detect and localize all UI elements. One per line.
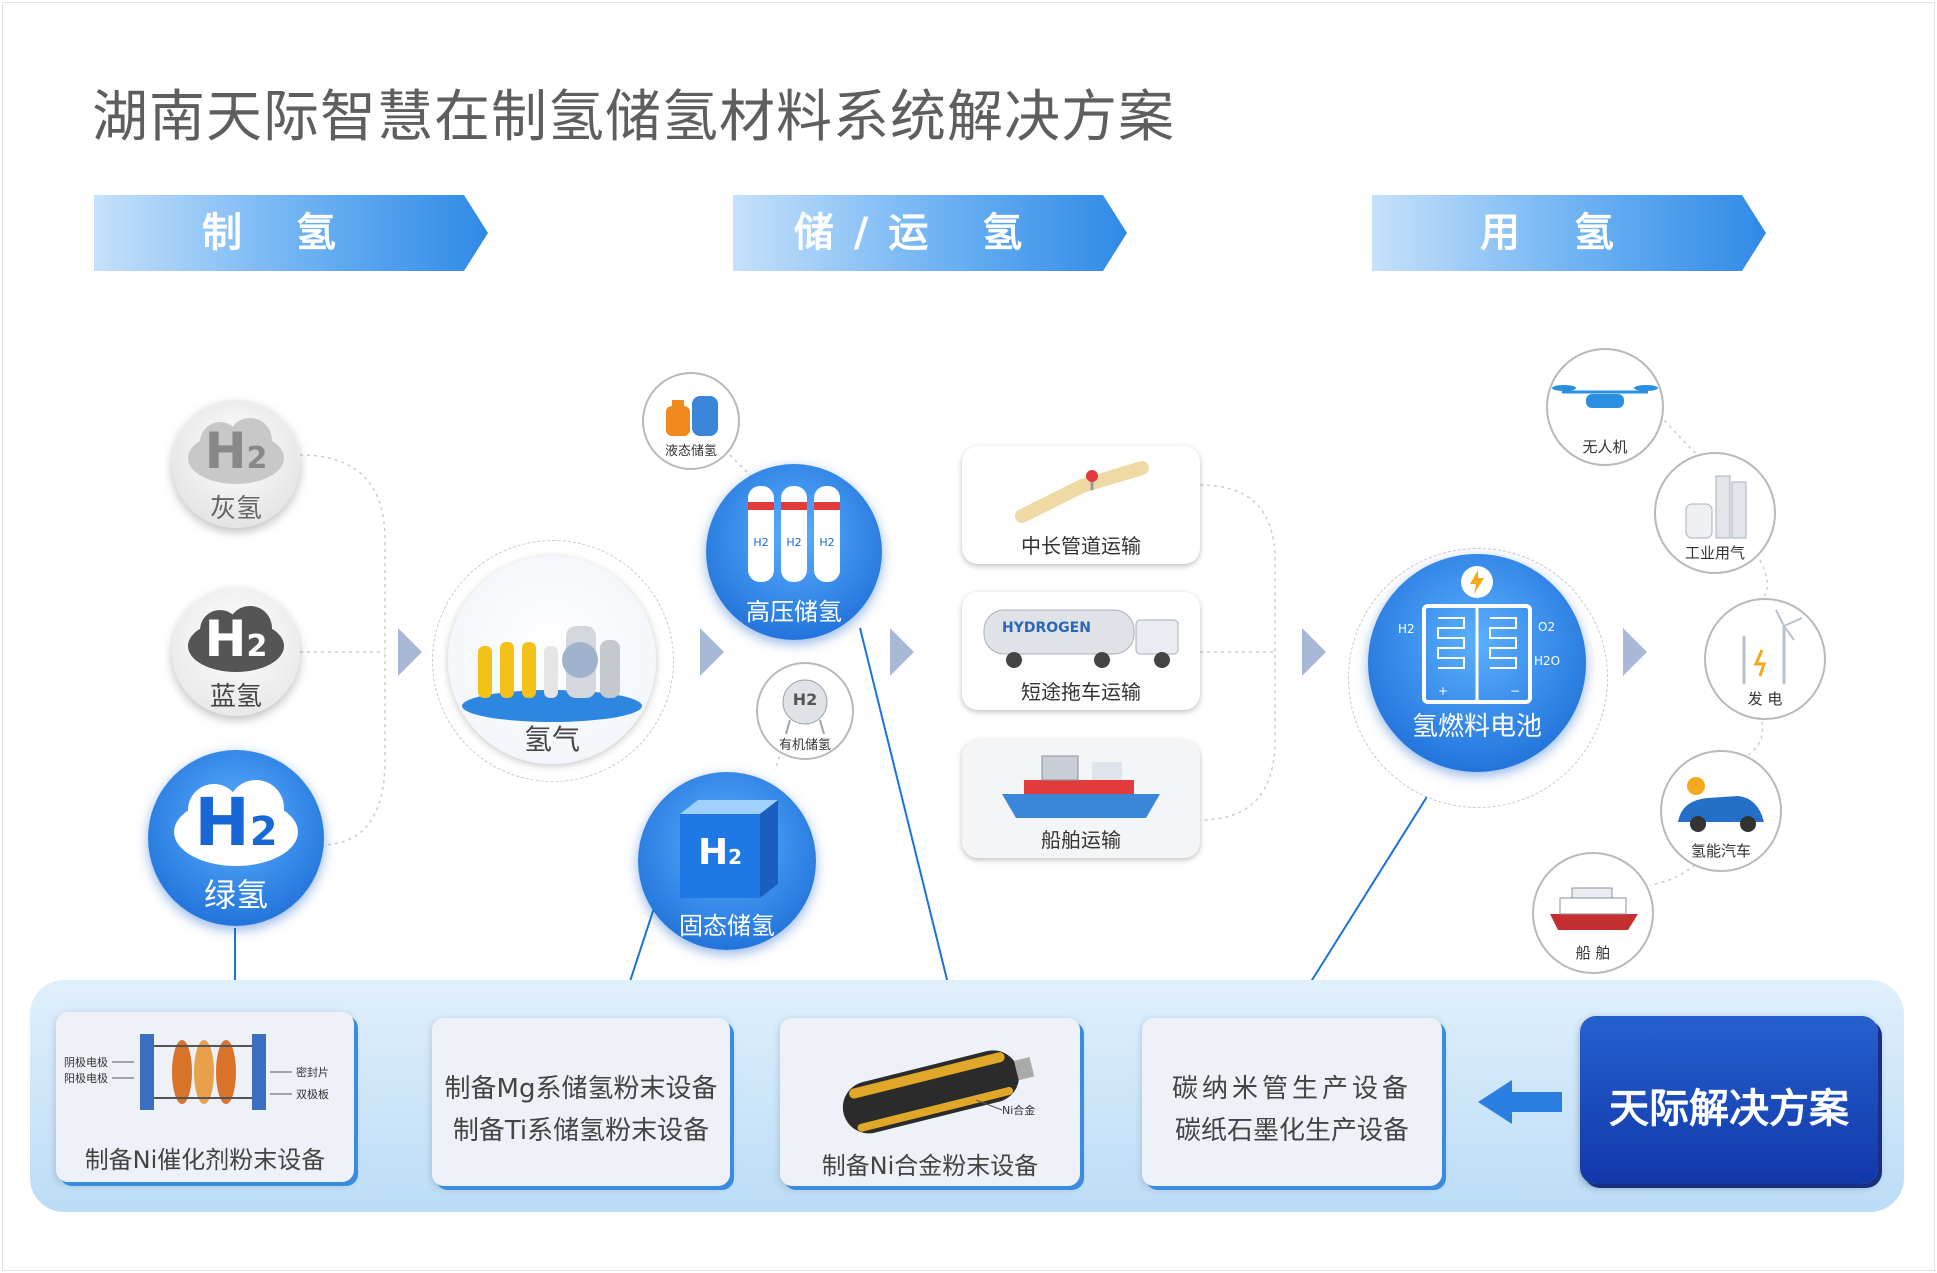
truck-tank-text: HYDROGEN (1002, 620, 1091, 636)
hydrogen-cylinders-icon (748, 486, 840, 582)
solid-storage-label: 固态储氢 (679, 912, 775, 940)
industrial-tanks-icon (1685, 475, 1747, 539)
ship-transport-card: 船舶运输 (962, 740, 1200, 858)
ni-alloy-card: Ni合金 制备Ni合金粉末设备 (780, 1018, 1080, 1186)
mg-equipment-label: 制备Mg系储氢粉末设备 (444, 1074, 718, 1104)
solid-storage-circle: H2 固态储氢 (638, 772, 816, 950)
electrolyzer-icon (112, 1034, 292, 1110)
cargo-ship-icon (1002, 755, 1160, 818)
hydrogen-gas-label: 氢气 (523, 723, 580, 756)
cloud-icon (174, 780, 298, 866)
anode-label: 阳极电极 (64, 1072, 108, 1085)
ship-use-label: 船 舶 (1575, 944, 1611, 962)
banner-storage-label: 储/运 氢 (793, 210, 1043, 256)
banner-production: 制 氢 (94, 195, 488, 271)
banner-usage-label: 用 氢 (1480, 210, 1634, 256)
grey-hydrogen-circle: H2 灰氢 (172, 400, 300, 528)
hydrogen-car-circle: 氢能汽车 (1660, 750, 1782, 872)
power-generation-label: 发 电 (1747, 690, 1783, 708)
seal-label: 密封片 (296, 1066, 329, 1079)
ni-alloy-label: 制备Ni合金粉末设备 (821, 1152, 1039, 1180)
gas-cylinders-icon (666, 396, 718, 436)
hydrogen-car-label: 氢能汽车 (1690, 842, 1751, 860)
ti-equipment-label: 制备Ti系储氢粉末设备 (452, 1116, 710, 1146)
h2-symbol: H (204, 610, 247, 668)
wind-turbine-icon (1742, 609, 1803, 684)
power-generation-circle: 发 电 (1704, 598, 1826, 720)
hydrogen-gas-circle: 氢气 (448, 556, 656, 764)
industrial-gas-label: 工业用气 (1684, 544, 1745, 562)
cylinder-tag-2: H2 (786, 536, 802, 549)
liquid-storage-label: 液态储氢 (664, 444, 717, 459)
banner-production-label: 制 氢 (202, 210, 356, 256)
cloud-icon (188, 606, 284, 672)
grey-hydrogen-label: 灰氢 (209, 494, 262, 524)
ni-catalyst-card: 阴极电极 阳极电极 密封片 双极板 制备Ni催化剂粉末设备 (56, 1012, 354, 1182)
cube-h2-subscript: 2 (728, 845, 743, 869)
hydrogen-tank-icon (842, 1050, 1035, 1134)
drone-label: 无人机 (1582, 438, 1628, 456)
fuel-cell-icon (1422, 566, 1532, 704)
ni-catalyst-label: 制备Ni催化剂粉末设备 (84, 1146, 326, 1174)
green-hydrogen-circle: H2 绿氢 (148, 750, 324, 926)
high-pressure-storage-circle: H2 H2 H2 高压储氢 (706, 464, 882, 640)
ship-use-circle: 船 舶 (1532, 852, 1654, 974)
passenger-ship-icon (1550, 887, 1638, 930)
h2-symbol: H (204, 422, 247, 480)
high-pressure-storage-label: 高压储氢 (746, 598, 842, 626)
green-hydrogen-label: 绿氢 (203, 876, 268, 914)
solution-label: 天际解决方案 (1609, 1086, 1849, 1132)
carbon-paper-label: 碳纸石墨化生产设备 (1174, 1116, 1409, 1146)
h2-symbol: H (194, 784, 250, 861)
fuel-cell-label: 氢燃料电池 (1411, 712, 1542, 742)
hydrogen-plant-icon (462, 626, 642, 722)
fuel-cell-circle: H2 O2 H2O + − 氢燃料电池 (1368, 554, 1586, 772)
cube-h2-symbol: H (697, 832, 729, 873)
bipolar-plate-label: 双极板 (296, 1088, 329, 1101)
truck-transport-label: 短途拖车运输 (1021, 680, 1141, 704)
blue-hydrogen-circle: H2 蓝氢 (172, 588, 300, 716)
cathode-label: 阴极电极 (64, 1056, 108, 1069)
fuel-cell-h2-tag: H2 (1398, 622, 1415, 636)
banner-usage: 用 氢 (1372, 195, 1766, 271)
solution-button[interactable]: 天际解决方案 (1580, 1016, 1878, 1184)
truck-transport-card: HYDROGEN 短途拖车运输 (962, 592, 1200, 710)
drone-circle: 无人机 (1546, 348, 1664, 466)
pipeline-transport-card: 中长管道运输 (962, 446, 1200, 564)
cloud-icon (188, 418, 284, 484)
left-arrow-icon (1478, 1080, 1562, 1124)
fuel-cell-minus: − (1510, 684, 1521, 698)
banner-storage: 储/运 氢 (733, 195, 1127, 271)
mg-ti-card: 制备Mg系储氢粉末设备 制备Ti系储氢粉末设备 (432, 1018, 730, 1186)
industrial-gas-circle: 工业用气 (1654, 452, 1776, 574)
carbon-nanotube-label: 碳纳米管生产设备 (1171, 1074, 1412, 1104)
h2-subscript: 2 (246, 629, 268, 664)
organic-storage-circle: H2 有机储氢 (756, 662, 854, 760)
pipeline-transport-label: 中长管道运输 (1021, 534, 1141, 558)
spherical-tank-icon (782, 679, 828, 735)
h2-subscript: 2 (249, 809, 278, 855)
fuel-cell-h2o-tag: H2O (1534, 654, 1561, 668)
pipeline-icon (1015, 461, 1149, 523)
carbon-card: 碳纳米管生产设备 碳纸石墨化生产设备 (1142, 1018, 1442, 1186)
cylinder-tag-3: H2 (819, 536, 835, 549)
car-icon (1678, 777, 1764, 832)
fuel-cell-plus: + (1438, 684, 1449, 698)
cube-icon (680, 800, 778, 898)
tanker-truck-icon (983, 609, 1179, 668)
cylinder-tag-1: H2 (753, 536, 769, 549)
blue-hydrogen-label: 蓝氢 (209, 682, 262, 712)
ni-alloy-tag: Ni合金 (1002, 1104, 1036, 1117)
organic-storage-label: 有机储氢 (778, 738, 831, 753)
ship-transport-label: 船舶运输 (1041, 828, 1121, 852)
liquid-storage-circle: 液态储氢 (642, 372, 740, 470)
organic-h2-tag: H2 (792, 690, 818, 709)
fuel-cell-o2-tag: O2 (1538, 620, 1556, 634)
page-title: 湖南天际智慧在制氢储氢材料系统解决方案 (92, 85, 1175, 150)
h2-subscript: 2 (246, 441, 268, 476)
drone-icon (1552, 385, 1658, 408)
